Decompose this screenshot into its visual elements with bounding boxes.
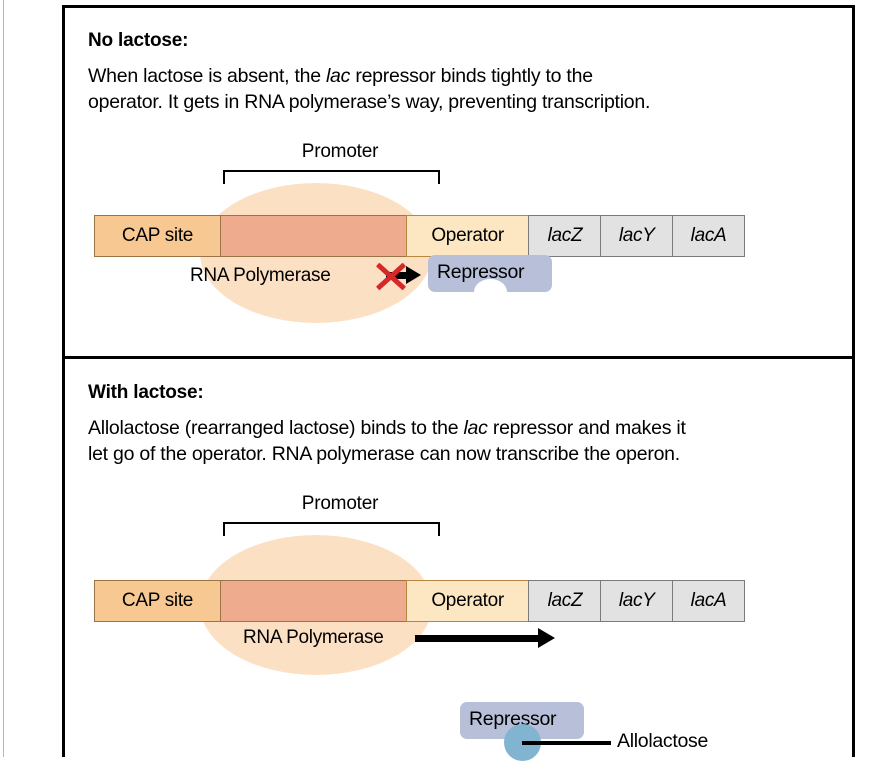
figure-frame	[62, 5, 855, 757]
allolactose-label: Allolactose	[617, 730, 709, 752]
description-text-part-b: repressor binds tightly to the	[350, 65, 593, 87]
allolactose-leader-line	[522, 741, 611, 745]
dna-segment-operator-bottom: Operator	[405, 580, 530, 622]
dna-segment-cap-site: CAP site	[94, 215, 221, 257]
description2-text-part-a: Allolactose (rearranged lactose) binds t…	[88, 417, 464, 439]
promoter-bracket-bottom	[223, 522, 440, 536]
description-text-part-a: When lactose is absent, the	[88, 65, 326, 87]
dna-segment-laca-bottom: lacA	[672, 580, 746, 622]
rna-polymerase-label-top: RNA Polymerase	[190, 265, 331, 286]
description2-text-part-b: repressor and makes it	[487, 417, 686, 439]
left-margin-rule	[3, 0, 4, 757]
repressor-label-bottom: Repressor	[469, 708, 557, 730]
promoter-label-top: Promoter	[301, 141, 379, 162]
panel-description-no-lactose: When lactose is absent, the lac represso…	[88, 63, 828, 115]
dna-segment-lacz: lacZ	[528, 215, 602, 257]
dna-segment-cap-site-bottom: CAP site	[94, 580, 221, 622]
repressor-notch-top	[474, 279, 507, 305]
gene-name-lac-italic-2: lac	[463, 417, 488, 439]
repressor-label-top: Repressor	[437, 261, 525, 283]
promoter-label-bottom: Promoter	[301, 493, 379, 514]
transcription-arrow-head-bottom	[538, 628, 555, 648]
dna-bar-bottom: CAP site Operator lacZ lacY lacA	[94, 580, 746, 622]
gene-name-lac-italic: lac	[325, 65, 351, 87]
panel-heading-with-lactose: With lactose:	[88, 382, 204, 403]
transcription-arrow-head-top	[406, 266, 421, 284]
panel-divider	[62, 356, 855, 359]
repressor-bound-top: Repressor	[428, 255, 552, 305]
blocked-x-icon	[373, 259, 409, 293]
dna-bar-top: CAP site Operator lacZ lacY lacA	[94, 215, 746, 257]
description-line-2: operator. It gets in RNA polymerase’s wa…	[88, 91, 651, 113]
dna-segment-lacz-bottom: lacZ	[528, 580, 602, 622]
dna-segment-operator: Operator	[405, 215, 530, 257]
transcription-arrow-shaft-top	[386, 272, 408, 279]
dna-segment-lacy-bottom: lacY	[600, 580, 674, 622]
description2-line-2: let go of the operator. RNA polymerase c…	[88, 443, 680, 465]
panel-heading-no-lactose: No lactose:	[88, 30, 189, 51]
dna-segment-laca: lacA	[672, 215, 746, 257]
panel-description-with-lactose: Allolactose (rearranged lactose) binds t…	[88, 415, 848, 467]
promoter-bracket-top	[223, 170, 440, 184]
dna-segment-promoter-bottom	[219, 580, 407, 622]
dna-segment-promoter	[219, 215, 407, 257]
dna-segment-lacy: lacY	[600, 215, 674, 257]
transcription-arrow-shaft-bottom	[415, 635, 540, 642]
rna-polymerase-label-bottom: RNA Polymerase	[243, 627, 384, 648]
